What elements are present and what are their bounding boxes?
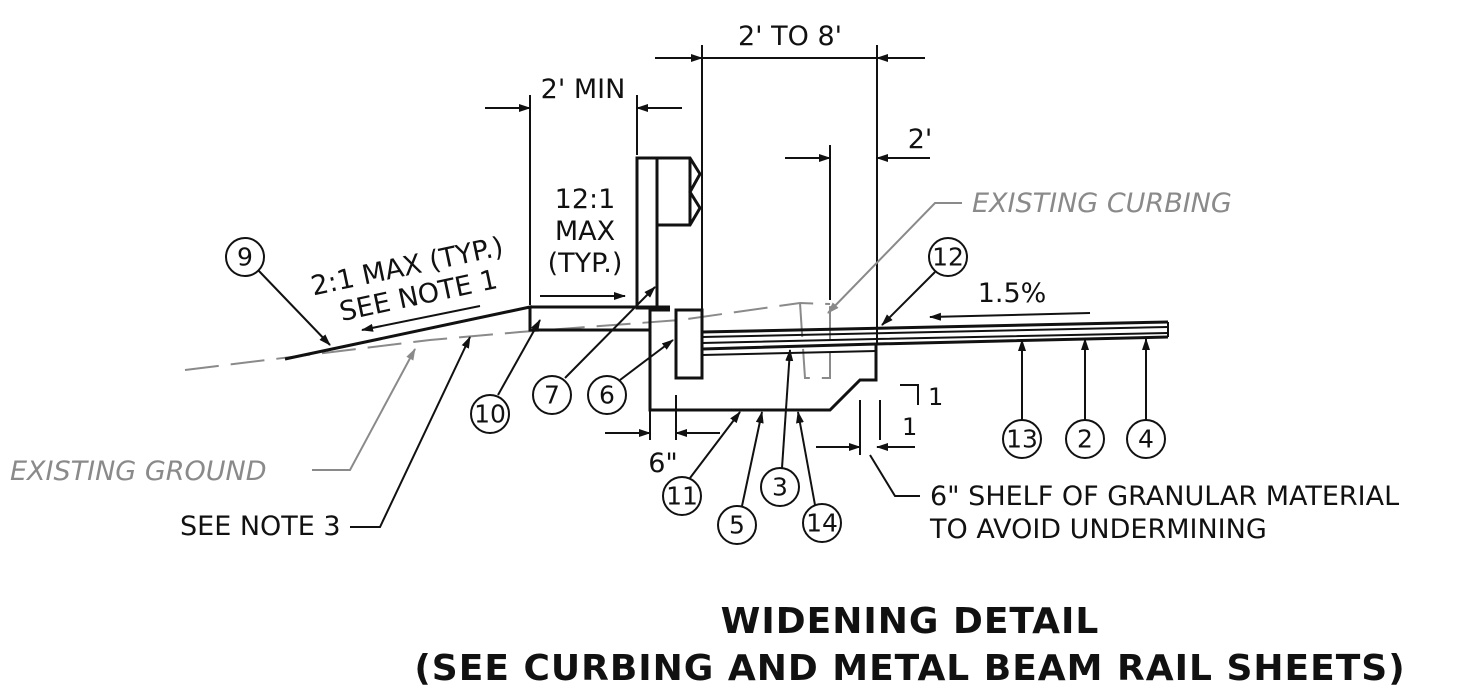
svg-text:14: 14: [806, 509, 838, 538]
existing-curbing-label: EXISTING CURBING: [972, 188, 1232, 219]
dimension-2-to-8: 2' TO 8': [655, 21, 925, 345]
svg-text:5: 5: [729, 511, 745, 540]
dim-2-to-8-label: 2' TO 8': [738, 21, 842, 52]
svg-text:13: 13: [1006, 425, 1038, 454]
callout-10: 10: [470, 319, 541, 434]
pavement-layers: [701, 320, 1169, 356]
slope-1-to-1-symbol: 1 1: [879, 383, 943, 441]
cross-slope-label: 1.5%: [978, 278, 1047, 309]
svg-text:10: 10: [474, 400, 506, 429]
callout-12: 12: [881, 237, 968, 326]
side-slope-arrow: [361, 305, 481, 332]
ratio-line3: (TYP.): [548, 248, 623, 279]
cross-slope-arrow: [929, 312, 1091, 321]
callout-7: 7: [532, 286, 656, 415]
drawing-title-line1: WIDENING DETAIL: [721, 601, 1100, 642]
drawing-title-line2: (SEE CURBING AND METAL BEAM RAIL SHEETS): [414, 648, 1405, 689]
shelf-label-line2: TO AVOID UNDERMINING: [929, 514, 1267, 545]
callout-3: 3: [760, 349, 800, 507]
side-slope-line: [284, 305, 650, 361]
callout-14: 14: [796, 411, 842, 543]
svg-text:1: 1: [902, 413, 917, 441]
existing-ground-label: EXISTING GROUND: [10, 456, 267, 487]
guardrail-post: [635, 156, 702, 310]
callout-13: 13: [1002, 339, 1042, 459]
curb-block: [674, 308, 704, 380]
callout-11: 11: [662, 411, 741, 516]
dim-2-min-label: 2' MIN: [541, 74, 626, 105]
callout-6: 6: [587, 339, 674, 415]
dimension-2-min: 2' MIN: [485, 74, 682, 305]
callout-4: 4: [1126, 338, 1166, 459]
ratio-line1: 12:1: [555, 184, 616, 215]
svg-text:1: 1: [928, 383, 943, 411]
dimension-6-in: 6": [605, 395, 720, 479]
see-note-3-label: SEE NOTE 3: [180, 511, 341, 542]
excavation-outline: [648, 308, 878, 412]
ratio-line2: MAX: [555, 216, 615, 247]
dimension-2-ft: 2': [785, 124, 932, 300]
svg-text:2: 2: [1077, 425, 1093, 454]
existing-curbing-leader: [827, 202, 962, 314]
dim-6-in-label: 6": [648, 448, 678, 479]
callout-9: 9: [225, 237, 331, 346]
shelf-label-line1: 6" SHELF OF GRANULAR MATERIAL: [930, 481, 1399, 512]
svg-text:12: 12: [932, 243, 964, 272]
existing-ground-leader: [312, 348, 416, 471]
dim-2-ft-label: 2': [908, 124, 933, 155]
callout-2: 2: [1065, 338, 1105, 459]
dimension-6-in-shelf: [816, 400, 920, 497]
svg-text:6: 6: [599, 381, 615, 410]
svg-text:4: 4: [1138, 425, 1154, 454]
svg-text:3: 3: [772, 473, 788, 502]
svg-text:7: 7: [544, 381, 560, 410]
svg-text:9: 9: [237, 243, 253, 272]
svg-text:11: 11: [666, 482, 698, 511]
existing-ground-line: [184, 301, 831, 379]
callout-5: 5: [717, 411, 764, 545]
see-note-3-leader: [350, 336, 471, 528]
